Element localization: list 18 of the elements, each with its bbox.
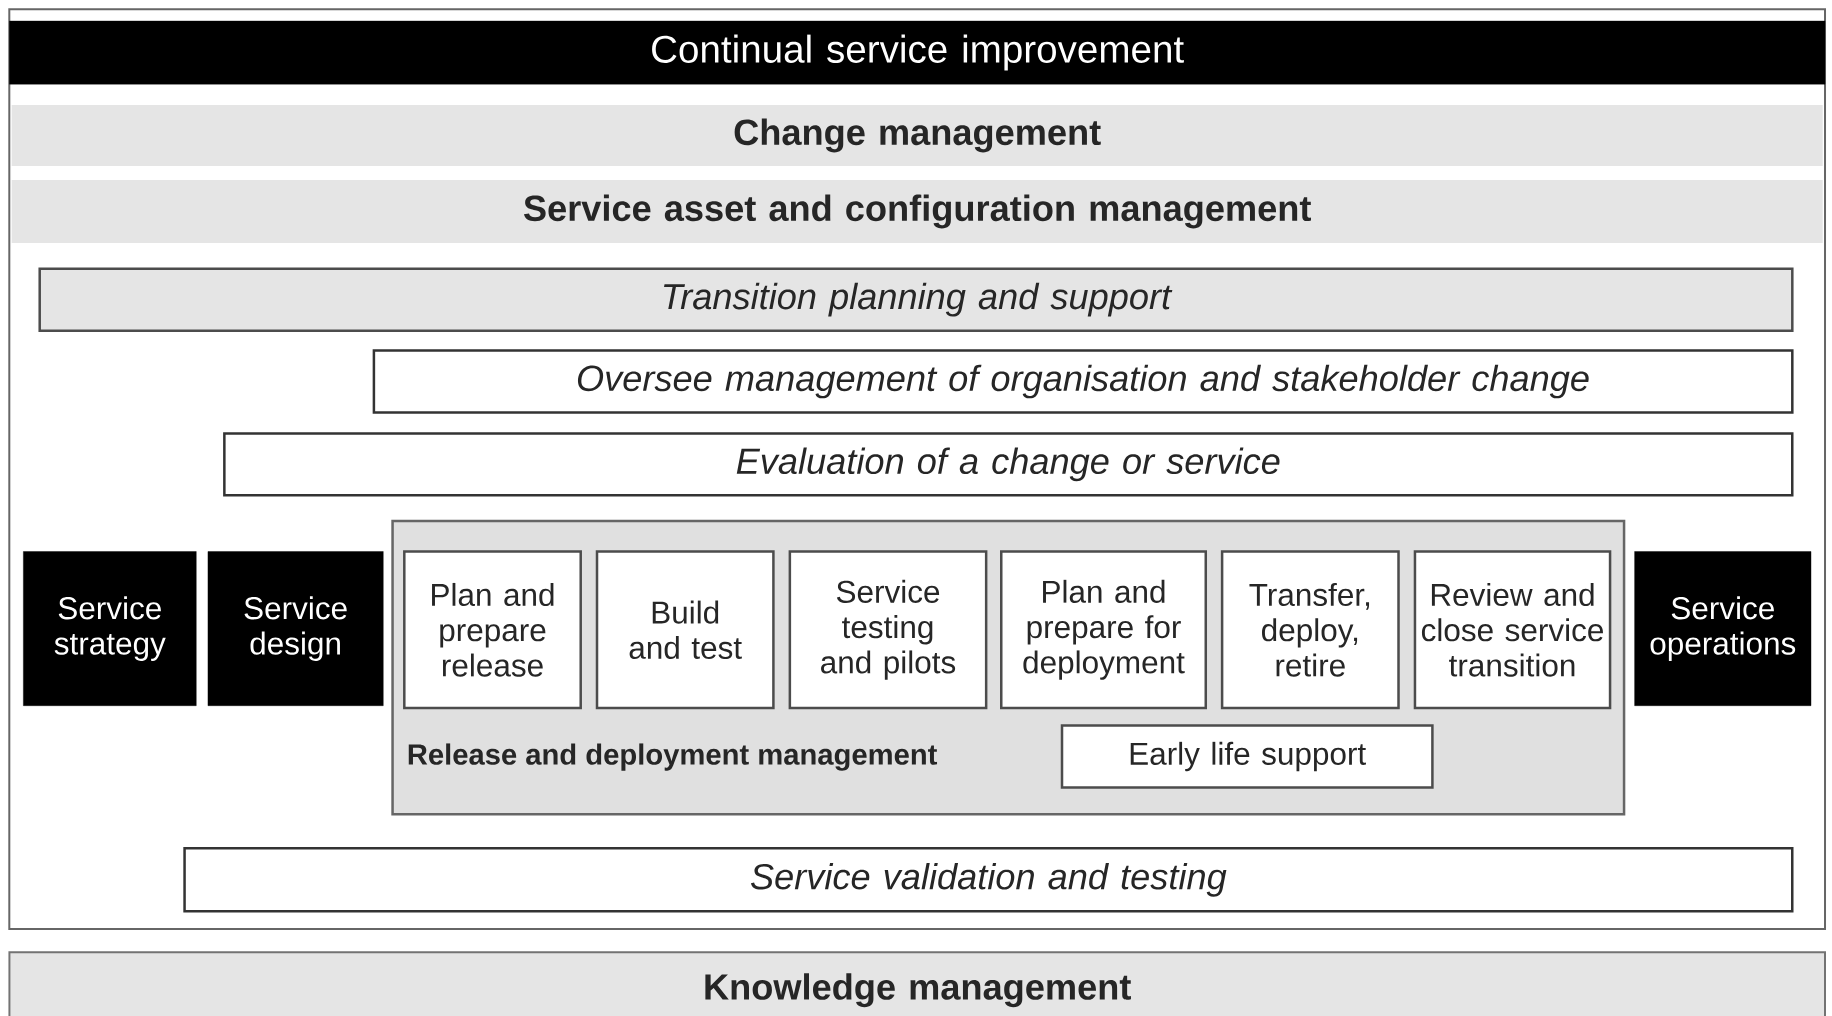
- bar: Oversee management of organisation and stakeholder change: [372, 349, 1794, 414]
- band: Change management: [11, 105, 1823, 166]
- step-box: Service testing and pilots: [788, 550, 988, 710]
- step-box: Build and test: [595, 550, 775, 710]
- step-box: Review and close service transition: [1413, 550, 1612, 710]
- stage-box: Service operations: [1634, 551, 1812, 706]
- band: Continual service improvement: [9, 20, 1826, 85]
- stage-box: Service design: [207, 551, 384, 706]
- step-box: Plan and prepare release: [403, 550, 582, 710]
- bar: Transition planning and support: [38, 267, 1794, 332]
- step-box: Plan and prepare for deployment: [1000, 550, 1207, 710]
- step-box: Transfer, deploy, retire: [1220, 550, 1400, 710]
- bar: Service validation and testing: [183, 847, 1794, 913]
- stage-box: Service strategy: [23, 551, 197, 706]
- band: Service asset and configuration management: [11, 179, 1823, 244]
- step-box: Early life support: [1060, 724, 1434, 789]
- bar: Evaluation of a change or service: [223, 432, 1794, 497]
- band: Knowledge management: [8, 951, 1826, 1016]
